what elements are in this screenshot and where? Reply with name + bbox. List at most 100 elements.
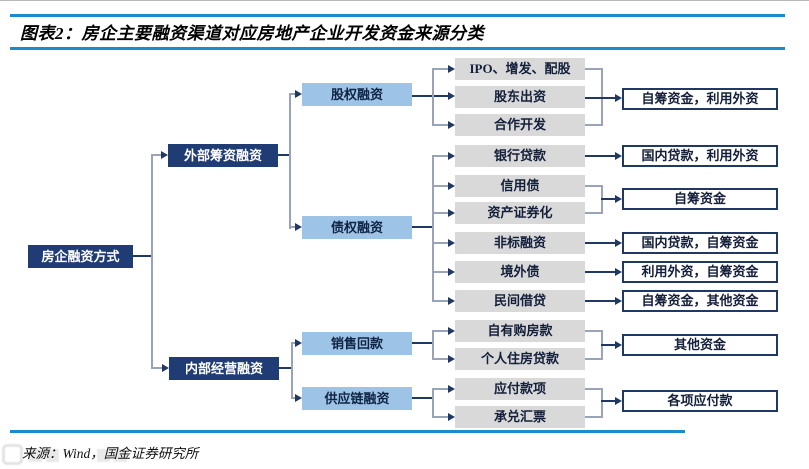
arrowhead-icon [295,394,302,402]
connector [601,400,615,402]
arrowhead-icon [448,297,455,305]
channel-node: 自有购房款 [455,320,585,342]
arrowhead-icon [448,209,455,217]
root-node: 房企融资方式 [28,245,133,268]
branch-node-internal: 内部经营融资 [169,357,279,380]
connector [585,358,603,360]
connector [412,397,433,399]
category-node-equity: 股权融资 [302,83,412,106]
arrowhead-icon [448,152,455,160]
arrowhead-icon [448,327,455,335]
connector [433,416,448,418]
connector [433,271,448,273]
watermark [2,444,134,466]
connector [152,154,161,156]
connector [585,155,615,157]
connector [279,367,292,369]
connector [432,388,434,418]
branch-node-external: 外部筹资融资 [168,144,278,167]
connector [290,226,296,228]
fund-source-node: 国内贷款，自筹资金 [622,232,778,254]
connector [151,154,153,369]
fund-source-node: 利用外资，自筹资金 [622,261,778,283]
connector [433,68,448,70]
title-rule-top [10,14,785,17]
channel-node: 民间借贷 [455,290,585,312]
source-note: 来源：Wind，国金证券研究所 [22,446,199,461]
connector [585,388,603,390]
connector [585,212,603,214]
connector [433,330,448,332]
category-node-debt: 债权融资 [302,216,412,239]
arrowhead-icon [448,92,455,100]
connector [433,185,448,187]
connector [585,330,603,332]
channel-node: 承兑汇票 [455,406,585,428]
connector [433,358,448,360]
connector [289,93,291,229]
connector [432,155,434,302]
connector [601,198,615,200]
arrowhead-icon [615,297,622,305]
connector [152,367,162,369]
arrowhead-icon [615,397,622,405]
connector [291,342,296,344]
connector [412,95,448,97]
fund-source-node: 各项应付款 [622,390,778,412]
watermark-logo-icon [2,444,23,465]
connector [433,242,448,244]
fund-source-node: 国内贷款，利用外资 [622,145,778,167]
connector [412,342,433,344]
connector [585,242,615,244]
channel-node: 股东出资 [455,86,585,108]
arrowhead-icon [448,182,455,190]
connector [433,300,448,302]
connector [585,124,603,126]
connector [585,300,615,302]
connector [291,397,296,399]
connector [433,212,448,214]
connector [290,93,296,95]
fund-source-node: 自筹资金，利用外资 [622,88,778,110]
connector [412,226,433,228]
connector [278,154,291,156]
watermark-glyph [29,449,42,462]
watermark-glyph [97,449,110,462]
arrowhead-icon [615,268,622,276]
connector [585,68,603,70]
channel-node: 信用债 [455,175,585,197]
connector [133,255,152,257]
arrowhead-icon [448,268,455,276]
arrowhead-icon [162,364,169,372]
connector [433,124,448,126]
channel-node: 境外债 [455,261,585,283]
arrowhead-icon [448,121,455,129]
connector [585,185,603,187]
channel-node: 非标融资 [455,232,585,254]
fund-source-node: 其他资金 [622,334,778,356]
connector [585,416,603,418]
watermark-glyph [46,449,59,462]
arrowhead-icon [615,94,622,102]
arrowhead-icon [448,385,455,393]
connector [433,388,448,390]
arrowhead-icon [448,65,455,73]
arrowhead-icon [615,195,622,203]
arrowhead-icon [615,341,622,349]
arrowhead-icon [448,355,455,363]
connector [432,68,434,126]
connector [432,330,434,360]
title-rule-bottom [10,47,785,50]
fund-source-node: 自筹资金，其他资金 [622,290,778,312]
arrowhead-icon [295,223,302,231]
arrowhead-icon [295,339,302,347]
channel-node: 个人住房贷款 [455,348,585,370]
channel-node: 银行贷款 [455,145,585,167]
connector [433,155,448,157]
connector [585,97,615,99]
figure-title: 图表2：房企主要融资渠道对应房地产企业开发资金来源分类 [20,24,484,43]
channel-node: 资产证券化 [455,202,585,224]
channel-node: IPO、增发、配股 [455,58,585,80]
category-node-sales: 销售回款 [302,332,412,355]
